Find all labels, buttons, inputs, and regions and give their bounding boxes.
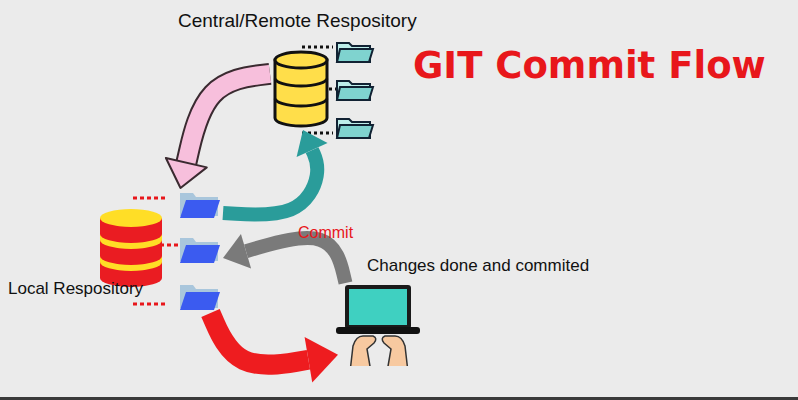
local-repository: Local Respository: [98, 188, 223, 313]
arrow-head: [166, 158, 207, 188]
folder-front: [337, 125, 373, 138]
arrow-outline: [186, 74, 270, 163]
commit-arrow: [223, 234, 346, 283]
folder-front: [180, 200, 220, 218]
arrow-shaft: [223, 150, 317, 215]
laptop-bezel: [345, 285, 411, 329]
remote-dotted-leaders: [302, 47, 336, 133]
remote-folder-icons: [337, 43, 373, 138]
bottom-rule: [0, 397, 798, 400]
dotted-leader: [302, 46, 333, 49]
developer-laptop: Changes done and commited: [338, 283, 413, 375]
push-arrow: [223, 130, 328, 215]
arrow-shaft: [211, 313, 309, 365]
folder-front: [180, 245, 220, 263]
remote-database-icon: [275, 52, 327, 126]
remote-repository: Central/Remote Respository: [270, 52, 380, 130]
folder-front: [337, 49, 373, 62]
arrow-head: [297, 130, 328, 157]
dotted-leader: [160, 244, 178, 247]
dotted-leader: [133, 197, 166, 200]
database-top: [100, 209, 162, 227]
diagram-title: GIT Commit Flow: [413, 44, 766, 87]
dotted-leader: [133, 303, 166, 306]
arrow-shaft: [186, 74, 270, 163]
pull-arrow: [166, 74, 270, 188]
node-heading: Central/Remote Respository: [178, 10, 417, 32]
arrow-head: [305, 337, 338, 382]
local-folder-icons: [180, 193, 220, 310]
laptop-base: [336, 327, 420, 334]
folder-front: [337, 87, 373, 100]
dotted-leader: [329, 88, 336, 91]
arrow-shaft: [246, 238, 345, 283]
checkout-arrow: [211, 313, 339, 382]
database-top: [275, 52, 327, 68]
node-heading: Local Respository: [8, 279, 143, 299]
folder-front: [180, 292, 220, 310]
sleeve-cut: [385, 366, 412, 374]
sleeve-cut: [346, 366, 373, 374]
arrow-head: [223, 234, 251, 269]
laptop-screen: [349, 289, 407, 325]
laptop-icon: [336, 285, 420, 374]
node-heading: Changes done and commited: [367, 256, 589, 276]
edge-label: Commit: [298, 224, 353, 242]
local-database-icon: [100, 209, 162, 287]
